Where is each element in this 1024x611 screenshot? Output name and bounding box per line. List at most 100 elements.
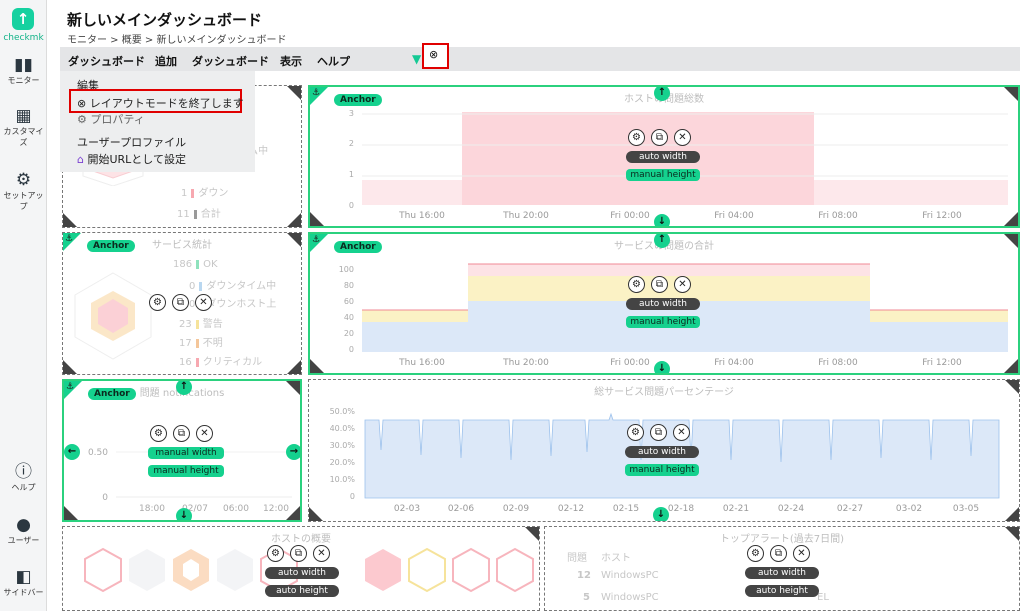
svg-text:Thu 16:00: Thu 16:00 — [398, 211, 445, 221]
table-cell: EL — [817, 592, 829, 603]
clone-icon[interactable]: ⧉ — [770, 545, 787, 562]
dashlet-controls: ⚙ ⧉ ✕ — [149, 294, 212, 311]
resize-up-arrow[interactable]: ↑ — [654, 87, 670, 101]
settings-icon[interactable]: ⚙ — [628, 129, 645, 146]
anchor-badge[interactable]: Anchor — [334, 94, 382, 106]
menu-item-exit-layout[interactable]: ⊗ レイアウトモードを終了します — [77, 97, 244, 110]
settings-icon[interactable]: ⚙ — [627, 424, 644, 441]
resize-down-arrow[interactable]: ↓ — [653, 507, 669, 521]
auto-height-toggle[interactable]: auto height — [265, 585, 339, 597]
svg-text:30.0%: 30.0% — [330, 441, 356, 450]
delete-icon[interactable]: ✕ — [196, 425, 213, 442]
anchor-icon: ⚓ — [312, 88, 321, 98]
exit-layout-mode-button[interactable]: ⊗ — [422, 43, 449, 69]
settings-icon[interactable]: ⚙ — [747, 545, 764, 562]
manual-height-toggle[interactable]: manual height — [626, 316, 700, 328]
sidebar-item-user[interactable]: ● ユーザー — [0, 515, 47, 546]
sidebar-item-label: ユーザー — [7, 536, 40, 545]
dashlet-controls: ⚙ ⧉ ✕ — [628, 129, 691, 146]
menu-item-properties[interactable]: ⚙ プロパティ — [77, 113, 145, 126]
delete-icon[interactable]: ✕ — [674, 276, 691, 293]
clone-icon[interactable]: ⧉ — [173, 425, 190, 442]
clone-icon[interactable]: ⧉ — [650, 424, 667, 441]
dashlet-controls: ⚙ ⧉ ✕ — [747, 545, 810, 562]
delete-icon[interactable]: ✕ — [195, 294, 212, 311]
menu-help[interactable]: ヘルプ — [317, 55, 350, 68]
anchor-icon: ⚓ — [66, 382, 75, 392]
svg-text:80: 80 — [344, 281, 354, 290]
anchor-badge[interactable]: Anchor — [87, 240, 135, 252]
svg-text:0: 0 — [350, 492, 355, 501]
settings-icon[interactable]: ⚙ — [267, 545, 284, 562]
dashlet-service-problems-graph[interactable]: ⚓ Anchor サービスの問題の合計 100 80 60 40 20 0 Th… — [308, 232, 1020, 375]
menu-dashboard[interactable]: ダッシュボード — [68, 55, 145, 68]
resize-down-arrow[interactable]: ↓ — [654, 214, 670, 226]
resize-up-arrow[interactable]: ↑ — [176, 381, 192, 395]
menu-display[interactable]: 表示 — [280, 55, 302, 68]
resize-right-arrow[interactable]: → — [286, 444, 300, 460]
anchor-badge[interactable]: Anchor — [334, 241, 382, 253]
sidebar-item-customize[interactable]: ▦ カスタマイズ — [0, 106, 47, 148]
grid-icon: ▦ — [15, 106, 32, 126]
resize-down-arrow[interactable]: ↓ — [176, 508, 192, 520]
dashlet-host-problems-graph[interactable]: ⚓ Anchor ホストの問題総数 3 2 1 0 Thu 16:00 Thu … — [308, 85, 1020, 228]
dashlet-service-percentage-graph[interactable]: 総サービス問題パーセンテージ 50.0% 40.0% 30.0% 20.0% 1… — [308, 379, 1020, 522]
resize-left-arrow[interactable]: ← — [64, 444, 80, 460]
settings-icon[interactable]: ⚙ — [628, 276, 645, 293]
svg-text:Thu 16:00: Thu 16:00 — [398, 358, 445, 368]
menu-dashboard-2[interactable]: ダッシュボード — [192, 55, 269, 68]
notifications-graph: 0.50 0 18:00 02/07 06:00 12:00 — [88, 448, 292, 514]
user-icon: ● — [16, 515, 31, 535]
clone-icon[interactable]: ⧉ — [290, 545, 307, 562]
dashlet-host-overview[interactable]: ホストの概要 ⚙ ⧉ ✕ auto width auto height — [62, 526, 540, 611]
column-header: 問題 — [567, 553, 587, 564]
resize-down-arrow[interactable]: ↓ — [654, 361, 670, 373]
filter-icon[interactable]: ▼ — [412, 52, 422, 66]
auto-width-toggle[interactable]: auto width — [626, 151, 700, 163]
manual-width-toggle[interactable]: manual width — [148, 447, 224, 459]
menubar: ダッシュボード 追加 ダッシュボード 表示 ヘルプ ▼ ⊗ — [60, 43, 1020, 71]
sidebar-item-monitor[interactable]: ▮▮ モニター — [0, 55, 47, 86]
svg-text:40: 40 — [344, 313, 354, 322]
anchor-badge[interactable]: Anchor — [88, 388, 136, 400]
dropdown-section-edit: 編集 — [77, 79, 99, 92]
auto-height-toggle[interactable]: auto height — [745, 585, 819, 597]
clone-icon[interactable]: ⧉ — [172, 294, 189, 311]
dashlet-top-alerts[interactable]: トップアラート(過去7日間) 問題 ホスト 12 WindowsPC 5 Win… — [544, 526, 1020, 611]
sidebar-item-label: カスタマイズ — [3, 127, 44, 147]
svg-text:1: 1 — [349, 170, 354, 179]
logo-text: checkmk — [3, 33, 44, 43]
delete-icon[interactable]: ✕ — [793, 545, 810, 562]
checkmk-logo-icon[interactable]: ↑ — [12, 8, 34, 30]
dashlet-problem-notifications[interactable]: ⚓ Anchor 問題 notifications 0.50 0 18:00 0… — [62, 379, 302, 522]
settings-icon[interactable]: ⚙ — [149, 294, 166, 311]
manual-height-toggle[interactable]: manual height — [625, 464, 699, 476]
anchor-icon: ⚓ — [65, 234, 74, 244]
breadcrumb[interactable]: モニター > 概要 > 新しいメインダッシュボード — [67, 35, 287, 46]
menu-add[interactable]: 追加 — [155, 55, 177, 68]
resize-up-arrow[interactable]: ↑ — [654, 234, 670, 248]
dashlet-controls: ⚙ ⧉ ✕ — [628, 276, 691, 293]
manual-height-toggle[interactable]: manual height — [626, 169, 700, 181]
settings-icon[interactable]: ⚙ — [150, 425, 167, 442]
sidebar: ↑ checkmk ▮▮ モニター ▦ カスタマイズ ⚙ セットアップ ⓘ ヘル… — [0, 0, 47, 611]
delete-icon[interactable]: ✕ — [313, 545, 330, 562]
auto-width-toggle[interactable]: auto width — [626, 298, 700, 310]
sidebar-item-sidebar[interactable]: ◧ サイドバー — [0, 567, 47, 598]
svg-text:Fri 04:00: Fri 04:00 — [714, 211, 754, 221]
svg-text:60: 60 — [344, 297, 354, 306]
auto-width-toggle[interactable]: auto width — [745, 567, 819, 579]
svg-text:02-03: 02-03 — [394, 504, 420, 514]
clone-icon[interactable]: ⧉ — [651, 276, 668, 293]
delete-icon[interactable]: ✕ — [674, 129, 691, 146]
auto-width-toggle[interactable]: auto width — [265, 567, 339, 579]
delete-icon[interactable]: ✕ — [673, 424, 690, 441]
auto-width-toggle[interactable]: auto width — [625, 446, 699, 458]
dashlet-title: ホストの概要 — [271, 534, 331, 545]
sidebar-item-help[interactable]: ⓘ ヘルプ — [0, 462, 47, 493]
clone-icon[interactable]: ⧉ — [651, 129, 668, 146]
menu-item-set-start-url[interactable]: ⌂ 開始URLとして設定 — [77, 153, 186, 166]
sidebar-item-setup[interactable]: ⚙ セットアップ — [0, 170, 47, 212]
manual-height-toggle[interactable]: manual height — [148, 465, 224, 477]
